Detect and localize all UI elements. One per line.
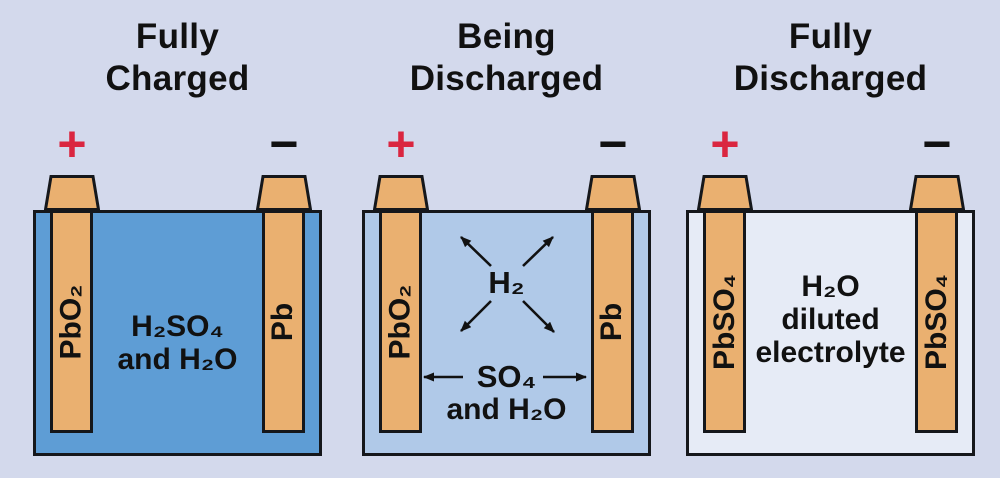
battery-terminal-negative-icon	[909, 175, 965, 211]
battery-terminal-negative-icon	[256, 175, 312, 211]
electrolyte-composition-label: H₂O diluted electrolyte	[755, 270, 906, 369]
battery-terminal-positive-icon	[373, 175, 429, 211]
panel-being-discharged: Being Discharged + − PbO₂ Pb	[362, 0, 651, 478]
negative-terminal-sign: −	[269, 116, 299, 172]
positive-terminal-sign: +	[386, 116, 416, 172]
electrode-negative: Pb	[591, 210, 634, 433]
electrode-negative: PbSO₄	[915, 210, 958, 433]
electrode-positive: PbO₂	[50, 210, 93, 433]
positive-terminal-sign: +	[57, 116, 87, 172]
panel-fully-discharged: Fully Discharged + − PbSO₄ PbSO₄ H₂O dil…	[686, 0, 975, 478]
panel-title: Being Discharged	[409, 17, 604, 98]
panel-title: Fully Discharged	[733, 17, 928, 98]
battery-terminal-negative-icon	[585, 175, 641, 211]
panel-title: Fully Charged	[105, 17, 250, 98]
electrode-positive: PbO₂	[379, 210, 422, 433]
electrolyte-composition-label: H₂SO₄ and H₂O	[117, 310, 238, 376]
panel-fully-charged: Fully Charged + − PbO₂ Pb H₂SO₄ and H₂O	[33, 0, 322, 478]
negative-terminal-sign: −	[922, 116, 952, 172]
positive-terminal-sign: +	[710, 116, 740, 172]
water-label: and H₂O	[446, 393, 567, 426]
battery-terminal-positive-icon	[697, 175, 753, 211]
hydrogen-label: H₂	[488, 265, 525, 300]
electrode-positive: PbSO₄	[703, 210, 746, 433]
electrode-negative: Pb	[262, 210, 305, 433]
sulfate-label: SO₄	[476, 359, 537, 394]
negative-terminal-sign: −	[598, 116, 628, 172]
diffusion-arrows-icon	[423, 236, 587, 382]
battery-terminal-positive-icon	[44, 175, 100, 211]
